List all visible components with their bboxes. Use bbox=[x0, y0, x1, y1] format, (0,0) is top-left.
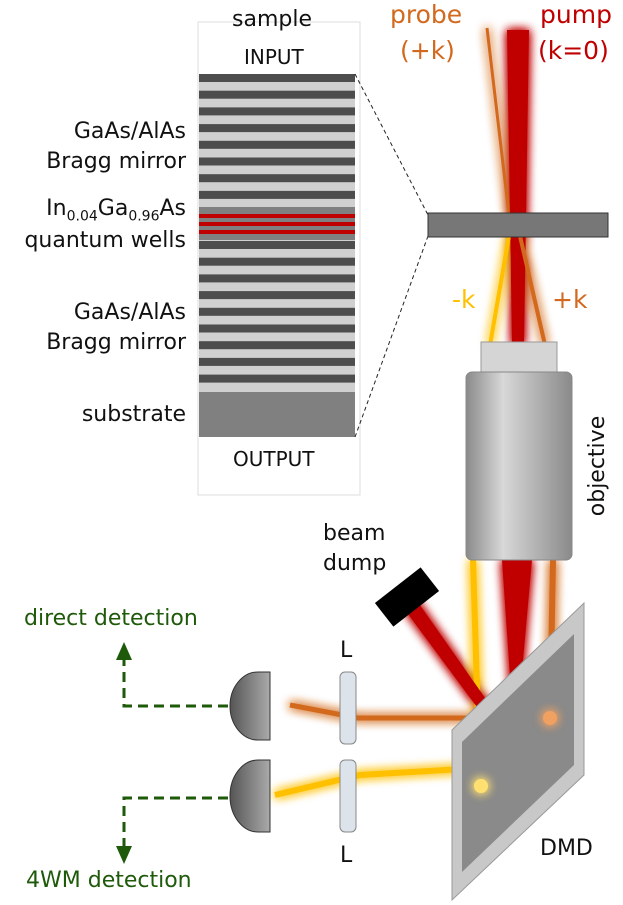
objective bbox=[465, 341, 573, 561]
pump-beam bbox=[507, 30, 529, 345]
probe-beam-in bbox=[485, 27, 511, 216]
fwm-detector bbox=[229, 759, 271, 833]
mirror-top-line2: Bragg mirror bbox=[46, 149, 186, 174]
bragg-layer bbox=[199, 307, 355, 316]
bragg-layer bbox=[199, 124, 355, 133]
beam-dump-label-1: beam bbox=[323, 521, 386, 546]
zoom-line-top bbox=[354, 73, 429, 216]
direct-detector bbox=[229, 671, 271, 741]
lens-top bbox=[339, 671, 357, 745]
probe-label: probe bbox=[390, 0, 463, 29]
fwm-detection-label: 4WM detection bbox=[26, 868, 192, 893]
reflected-pump bbox=[405, 598, 495, 718]
fwm-beam-up bbox=[488, 235, 511, 346]
direct-detection-label: direct detection bbox=[24, 606, 198, 631]
substrate-layer bbox=[199, 392, 355, 437]
bragg-layer bbox=[199, 174, 355, 183]
pump-focus bbox=[502, 560, 532, 750]
input-label: INPUT bbox=[244, 45, 304, 69]
bragg-layer bbox=[199, 357, 355, 366]
mirror-top-line1: GaAs/AlAs bbox=[73, 119, 186, 144]
bragg-layer bbox=[199, 190, 355, 199]
probe-spot bbox=[543, 711, 557, 725]
beam-dump-label-2: dump bbox=[323, 551, 387, 576]
minus-k-label: -k bbox=[452, 285, 476, 314]
bragg-layer bbox=[199, 90, 355, 99]
substrate-label: substrate bbox=[81, 402, 186, 427]
qw-composition: In0.04Ga0.96As bbox=[46, 196, 186, 225]
bragg-layer bbox=[199, 324, 355, 333]
beam-dump bbox=[374, 567, 440, 627]
sample-frame bbox=[197, 21, 361, 496]
mirror-bottom-line1: GaAs/AlAs bbox=[73, 300, 186, 325]
bragg-layer bbox=[199, 257, 355, 266]
dmd-mirror bbox=[451, 601, 585, 902]
sample-title: sample bbox=[232, 7, 312, 32]
pump-label: pump bbox=[540, 0, 612, 29]
bragg-layer bbox=[199, 140, 355, 149]
bragg-layer bbox=[199, 241, 355, 249]
probe-k-label: (+k) bbox=[400, 36, 455, 65]
quantum-well bbox=[199, 222, 355, 226]
bragg-layer bbox=[199, 291, 355, 300]
sample-stack bbox=[199, 74, 355, 437]
mirror-bottom-line2: Bragg mirror bbox=[46, 330, 186, 355]
quantum-well bbox=[199, 230, 355, 234]
direct-detection-arrow bbox=[122, 655, 228, 708]
lens-top-label: L bbox=[340, 638, 353, 663]
fwm-detection-arrow bbox=[122, 796, 228, 850]
lens-bottom-label: L bbox=[340, 843, 353, 868]
pump-k-label: (k=0) bbox=[538, 36, 609, 65]
bragg-layer bbox=[199, 341, 355, 350]
bragg-layer bbox=[199, 374, 355, 383]
objective-label: objective bbox=[585, 415, 611, 517]
bragg-layer bbox=[199, 74, 355, 82]
plus-k-label: +k bbox=[552, 285, 588, 314]
bragg-layer bbox=[199, 107, 355, 116]
sample-plate bbox=[427, 212, 609, 238]
lens-bottom bbox=[339, 759, 357, 833]
quantum-well bbox=[199, 214, 355, 218]
bragg-layer bbox=[199, 157, 355, 166]
dmd-label: DMD bbox=[540, 836, 593, 861]
output-label: OUTPUT bbox=[233, 447, 315, 471]
zoom-line-bottom bbox=[354, 235, 429, 438]
fwm-spot bbox=[474, 779, 488, 793]
qw-label: quantum wells bbox=[24, 228, 186, 253]
probe-beam-out bbox=[518, 235, 547, 346]
bragg-layer bbox=[199, 274, 355, 283]
fwm-to-detector bbox=[274, 764, 483, 798]
